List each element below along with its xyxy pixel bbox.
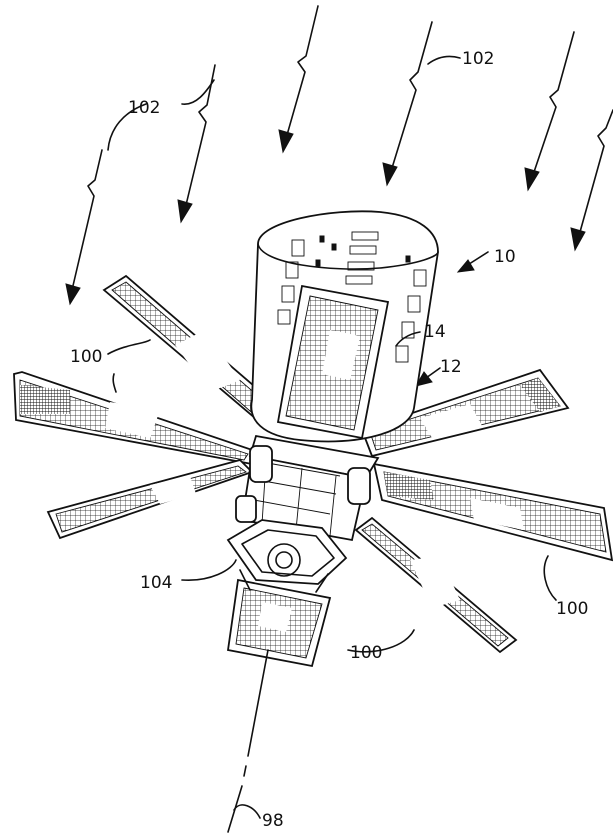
solar-panel-right: [372, 462, 613, 562]
label-14: 14: [424, 322, 446, 342]
ray-3: [278, 5, 319, 154]
solar-arrays: [13, 274, 613, 668]
label-104: 104: [140, 573, 172, 593]
radiator-slots: [277, 231, 427, 363]
label-100-left: 100: [70, 347, 102, 367]
solar-panel-lower-right: [354, 516, 518, 654]
ray-4: [382, 21, 433, 187]
ray-1: [65, 149, 103, 306]
axis-line: [227, 649, 269, 833]
satellite-pointer-arrow: [456, 251, 489, 273]
hexagonal-fixture: [226, 519, 348, 593]
label-102-right: 102: [462, 49, 494, 69]
solar-rays: [65, 5, 613, 387]
body-pointer-arrow: [414, 367, 441, 387]
label-98: 98: [262, 811, 284, 831]
solar-panel-left: [13, 371, 260, 466]
label-100-right: 100: [556, 599, 588, 619]
label-12: 12: [440, 357, 462, 377]
solar-panel-lower-left: [46, 458, 254, 540]
solar-panel-upper-left: [102, 274, 284, 426]
body-front-panel: [276, 284, 390, 440]
satellite-body: [226, 210, 439, 593]
leader-lines: [107, 55, 557, 653]
solar-panel-upper-right: [360, 368, 570, 458]
ray-5: [524, 31, 575, 192]
label-10: 10: [494, 247, 516, 267]
label-100-bottom: 100: [350, 643, 382, 663]
label-102-left: 102: [128, 98, 160, 118]
ray-6: [570, 109, 613, 252]
ray-2: [177, 64, 216, 224]
reference-labels: 102 102 10 14 12 100 104 100 100 98: [70, 49, 588, 831]
solar-panel-bottom: [226, 578, 332, 668]
lower-truss: [235, 434, 380, 542]
